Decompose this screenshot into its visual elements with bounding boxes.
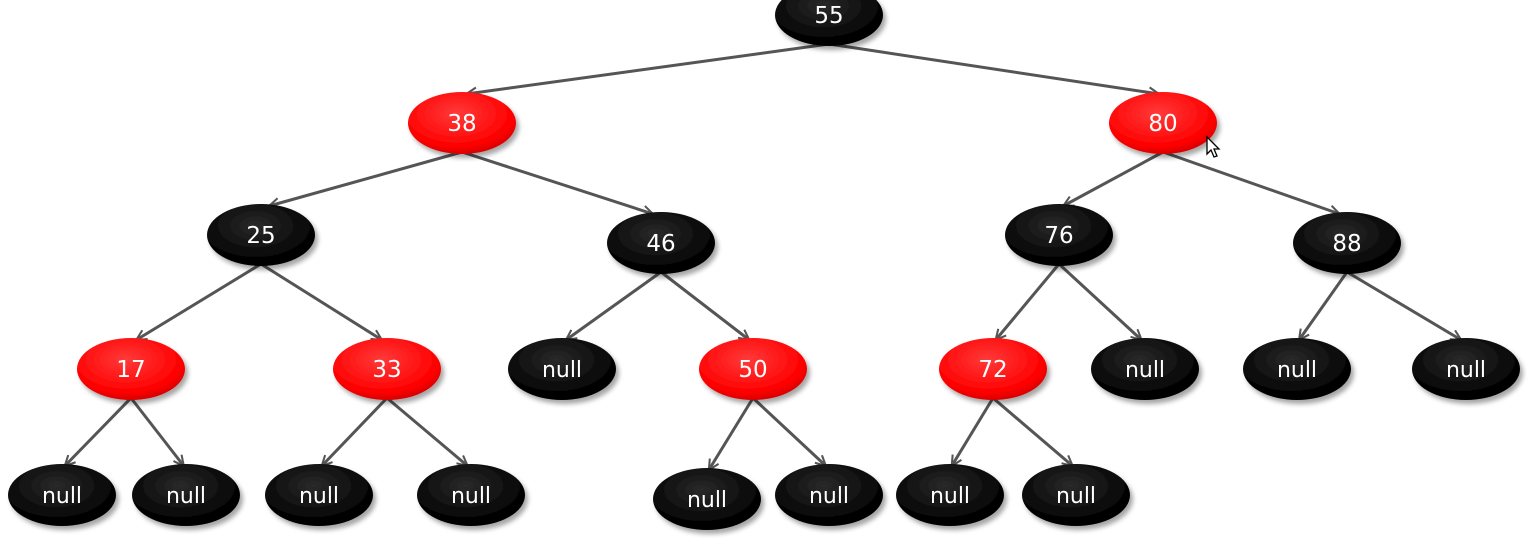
edge-76-to-n76r xyxy=(1057,262,1142,340)
node-ellipse xyxy=(333,338,441,400)
node-label: null xyxy=(42,484,82,509)
node-label: null xyxy=(687,488,727,513)
edge-55-to-80 xyxy=(828,42,1159,94)
edge-33-to-n33l xyxy=(322,396,389,466)
node-ellipse xyxy=(896,464,1004,526)
node-ellipse xyxy=(699,338,807,400)
node-label: 50 xyxy=(738,357,767,383)
node-label: null xyxy=(299,484,339,509)
edge-17-to-n17l xyxy=(65,396,133,466)
node-ellipse xyxy=(775,464,883,526)
tree-node-33: 33 xyxy=(333,338,441,400)
node-ellipse xyxy=(1022,464,1130,526)
node-ellipse xyxy=(408,92,516,154)
edge-46-to-50 xyxy=(660,270,749,340)
node-ellipse xyxy=(939,338,1047,400)
tree-node-76: 76 xyxy=(1005,204,1113,266)
node-ellipse xyxy=(1293,212,1401,274)
edge-72-to-n72l xyxy=(950,397,995,466)
node-label: 80 xyxy=(1148,111,1177,137)
edge-76-to-72 xyxy=(996,263,1061,340)
node-ellipse xyxy=(207,204,315,266)
node-ellipse xyxy=(607,212,715,274)
edge-46-to-n46l xyxy=(566,270,662,340)
tree-node-n72l: null xyxy=(896,464,1004,526)
tree-node-50: 50 xyxy=(699,338,807,400)
node-label: 25 xyxy=(246,223,275,249)
node-label: 72 xyxy=(978,357,1007,383)
edge-17-to-n17r xyxy=(129,397,184,466)
edge-33-to-n33r xyxy=(386,396,468,466)
edge-80-to-76 xyxy=(1063,150,1164,208)
edge-80-to-88 xyxy=(1162,150,1340,214)
edge-88-to-n88r xyxy=(1346,270,1461,342)
node-label: 55 xyxy=(814,3,843,29)
node-label: 17 xyxy=(116,357,145,383)
edge-25-to-33 xyxy=(260,262,382,342)
edge-55-to-38 xyxy=(466,42,830,94)
edge-38-to-25 xyxy=(269,150,463,206)
node-label: 46 xyxy=(646,231,675,257)
tree-node-88: 88 xyxy=(1293,212,1401,274)
tree-node-n46l: null xyxy=(508,338,616,400)
edge-38-to-46 xyxy=(461,150,653,214)
node-ellipse xyxy=(265,464,373,526)
tree-node-80: 80 xyxy=(1109,92,1217,154)
tree-node-25: 25 xyxy=(207,204,315,266)
node-ellipse xyxy=(1243,338,1351,400)
node-label: null xyxy=(930,484,970,509)
tree-node-n33l: null xyxy=(265,464,373,526)
edge-50-to-n50r xyxy=(751,396,826,466)
tree-node-55: 55 xyxy=(775,0,883,46)
node-ellipse xyxy=(775,0,883,46)
node-label: null xyxy=(1056,484,1096,509)
tree-node-46: 46 xyxy=(607,212,715,274)
node-label: 76 xyxy=(1044,223,1073,249)
mouse-cursor-icon xyxy=(1206,135,1221,158)
node-label: 38 xyxy=(447,111,476,137)
node-label: null xyxy=(166,484,206,509)
tree-node-n17l: null xyxy=(8,464,116,526)
node-label: 88 xyxy=(1332,231,1361,257)
node-label: null xyxy=(451,484,491,509)
edge-72-to-n72r xyxy=(992,396,1073,466)
tree-node-n76r: null xyxy=(1091,338,1199,400)
node-ellipse xyxy=(653,468,761,530)
node-label: null xyxy=(809,484,849,509)
tree-node-n88l: null xyxy=(1243,338,1351,400)
node-label: null xyxy=(542,358,582,383)
tree-node-38: 38 xyxy=(408,92,516,154)
edge-50-to-n50l xyxy=(707,397,755,470)
node-ellipse xyxy=(8,464,116,526)
edge-88-to-n88l xyxy=(1299,271,1349,340)
tree-node-17: 17 xyxy=(77,338,185,400)
node-ellipse xyxy=(1005,204,1113,266)
node-ellipse xyxy=(1091,338,1199,400)
node-ellipse xyxy=(132,464,240,526)
tree-node-n88r: null xyxy=(1412,338,1520,400)
tree-node-n50l: null xyxy=(653,468,761,530)
node-ellipse xyxy=(77,338,185,400)
node-label: 33 xyxy=(372,357,401,383)
node-ellipse xyxy=(1109,92,1217,154)
tree-node-n17r: null xyxy=(132,464,240,526)
tree-node-n72r: null xyxy=(1022,464,1130,526)
node-label: null xyxy=(1277,358,1317,383)
node-label: null xyxy=(1125,358,1165,383)
nodes-layer: 55 38 80 25 46 76 88 17 33 null 50 72 null null null nu… xyxy=(8,0,1520,530)
edge-25-to-17 xyxy=(136,262,262,342)
node-ellipse xyxy=(1412,338,1520,400)
node-ellipse xyxy=(508,338,616,400)
tree-node-n50r: null xyxy=(775,464,883,526)
node-label: null xyxy=(1446,358,1486,383)
edges-layer xyxy=(65,42,1461,470)
tree-node-n33r: null xyxy=(417,464,525,526)
node-ellipse xyxy=(417,464,525,526)
tree-node-72: 72 xyxy=(939,338,1047,400)
